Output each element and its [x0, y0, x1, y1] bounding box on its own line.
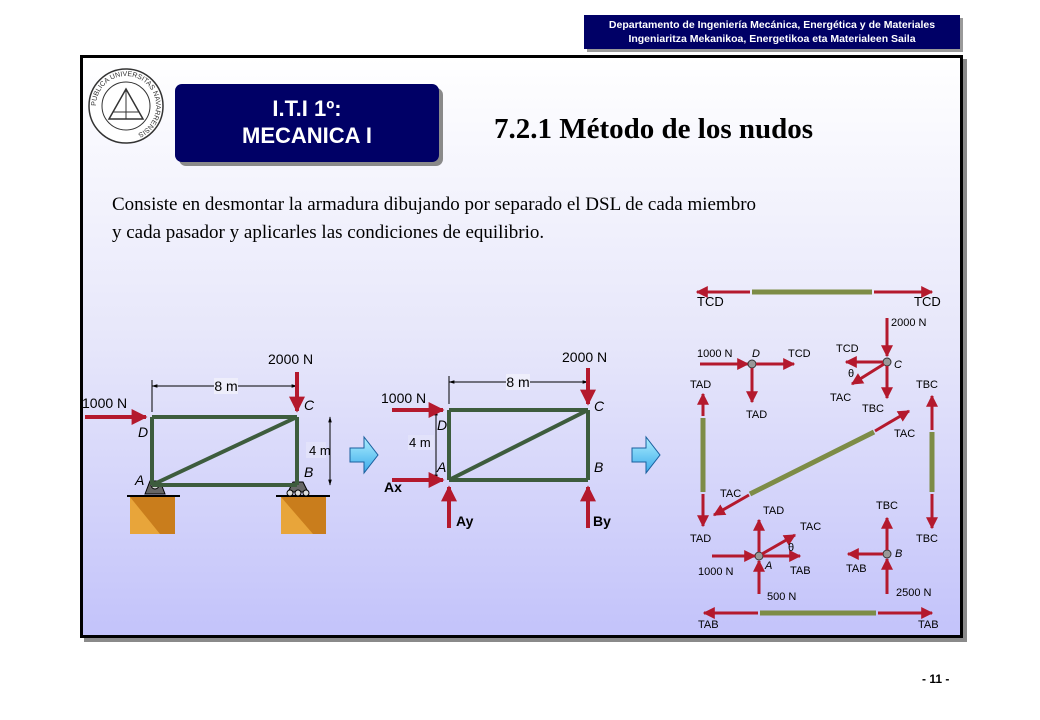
fig3-ad-top-label: TAD [690, 379, 711, 391]
fig1-support-b [276, 481, 330, 534]
fig3-c-node-label: C [894, 359, 902, 371]
fig3-tab-left-label: TAB [698, 619, 719, 631]
fig3-tcd-right-label: TCD [914, 294, 941, 309]
fig2-reaction-ax-label: Ax [384, 479, 402, 495]
fig2-reaction-by-label: By [593, 513, 611, 529]
fig2-span-label-bg [506, 374, 530, 390]
fig3-c-load-label: 2000 N [891, 317, 927, 329]
fig3-d-tcd-label: TCD [788, 348, 811, 360]
fig3-c-tcd-label: TCD [836, 343, 859, 355]
fig3-b-reaction-label: 2500 N [896, 587, 932, 599]
fig1-node-d: D [138, 424, 148, 440]
fig1-node-a: A [134, 472, 144, 488]
department-name-es: Departamento de Ingeniería Mecánica, Ene… [608, 19, 936, 31]
page-number: - 11 - [922, 672, 950, 686]
next-step-arrow-1-icon [349, 435, 379, 475]
fig3-a-theta: θ [788, 542, 794, 554]
fig3-d-node-label: D [752, 348, 760, 360]
fig3-c-tac-label: TAC [830, 392, 851, 404]
fig3-tab-right-label: TAB [918, 619, 939, 631]
fig3-a-tad-label: TAD [763, 505, 784, 517]
fig2-members [447, 408, 590, 482]
course-line-1: I.T.I 1º: [272, 96, 342, 121]
fig2-height-label: 4 m [409, 435, 431, 450]
fig3-a-node-label: A [764, 560, 772, 572]
fig1-support-a [127, 480, 180, 534]
fig3-a-tab-label: TAB [790, 565, 811, 577]
university-seal-logo: PUBLICA UNIVERSITAS NAVARRENSIS [88, 68, 164, 144]
fig3-member-ac [748, 429, 876, 497]
course-badge: I.T.I 1º: MECANICA I [175, 84, 439, 162]
fig3-pin-d [747, 359, 757, 369]
fig1-load-top-label: 2000 N [268, 351, 313, 367]
fig3-a-tac-arrow [761, 533, 797, 556]
figure-3-exploded-truss: TCD TCD 1000 N D TCD TAD 2000 N TCD C θ … [690, 286, 941, 631]
slide-body: Consiste en desmontar la armadura dibuja… [112, 191, 952, 247]
fig3-b-tbc-label: TBC [876, 500, 898, 512]
fig3-ac-top-arrow [874, 409, 911, 433]
fig1-node-b: B [304, 464, 313, 480]
fig3-ac-bottom-label: TAC [720, 488, 741, 500]
next-step-arrow-2-icon [631, 435, 661, 475]
fig1-node-c: C [304, 397, 315, 413]
fig1-height-label: 4 m [309, 443, 331, 458]
course-line-2: MECANICA I [242, 123, 372, 148]
fig1-members [150, 415, 299, 487]
body-line-1: Consiste en desmontar la armadura dibuja… [112, 194, 757, 215]
fig3-c-tac-arrow [850, 362, 885, 386]
fig2-node-b: B [594, 459, 603, 475]
fig2-node-d: D [437, 417, 447, 433]
fig3-bc-top-label: TBC [916, 379, 938, 391]
fig3-d-tad-label: TAD [746, 409, 767, 421]
figure-1-truss: 8 m 4 m 2000 N 1000 N D A C B [82, 351, 332, 534]
fig1-load-left-label: 1000 N [82, 395, 127, 411]
fig1-span-label: 8 m [214, 378, 237, 394]
fig3-ac-top-label: TAC [894, 428, 915, 440]
fig3-c-tbc-label: TBC [862, 403, 884, 415]
fig3-c-theta: θ [848, 368, 854, 380]
fig2-span-label: 8 m [506, 374, 529, 390]
slide-title: 7.2.1 Método de los nudos [494, 113, 814, 145]
fig3-bc-bottom-label: TBC [916, 533, 938, 545]
fig2-node-c: C [594, 398, 605, 414]
fig3-pin-b [882, 549, 892, 559]
fig3-b-tab-label: TAB [846, 563, 867, 575]
fig3-ac-bottom-arrow [712, 493, 750, 517]
fig2-reaction-ay-label: Ay [456, 513, 474, 529]
fig2-load-left-label: 1000 N [381, 390, 426, 406]
fig1-span-label-bg [214, 378, 238, 394]
fig3-a-load-label: 1000 N [698, 566, 734, 578]
department-banner: Departamento de Ingeniería Mecánica, Ene… [584, 15, 960, 49]
fig2-load-top-label: 2000 N [562, 349, 607, 365]
fig3-a-tac-label: TAC [800, 521, 821, 533]
department-name-eu: Ingeniaritza Mekanikoa, Energetikoa eta … [628, 33, 916, 45]
body-line-2: y cada pasador y aplicarles las condicio… [112, 222, 545, 243]
fig3-ad-bottom-label: TAD [690, 533, 711, 545]
fig2-height-label-bg [408, 435, 434, 450]
fig3-tcd-left-label: TCD [697, 294, 724, 309]
fig1-height-label-bg [306, 442, 326, 458]
figure-2-free-body: 8 m 4 m 2000 N 1000 N Ax Ay By D A C B [381, 349, 611, 529]
fig3-a-reaction-label: 500 N [767, 591, 796, 603]
fig3-b-node-label: B [895, 548, 902, 560]
fig3-d-load-label: 1000 N [697, 348, 733, 360]
fig2-node-a: A [436, 459, 446, 475]
